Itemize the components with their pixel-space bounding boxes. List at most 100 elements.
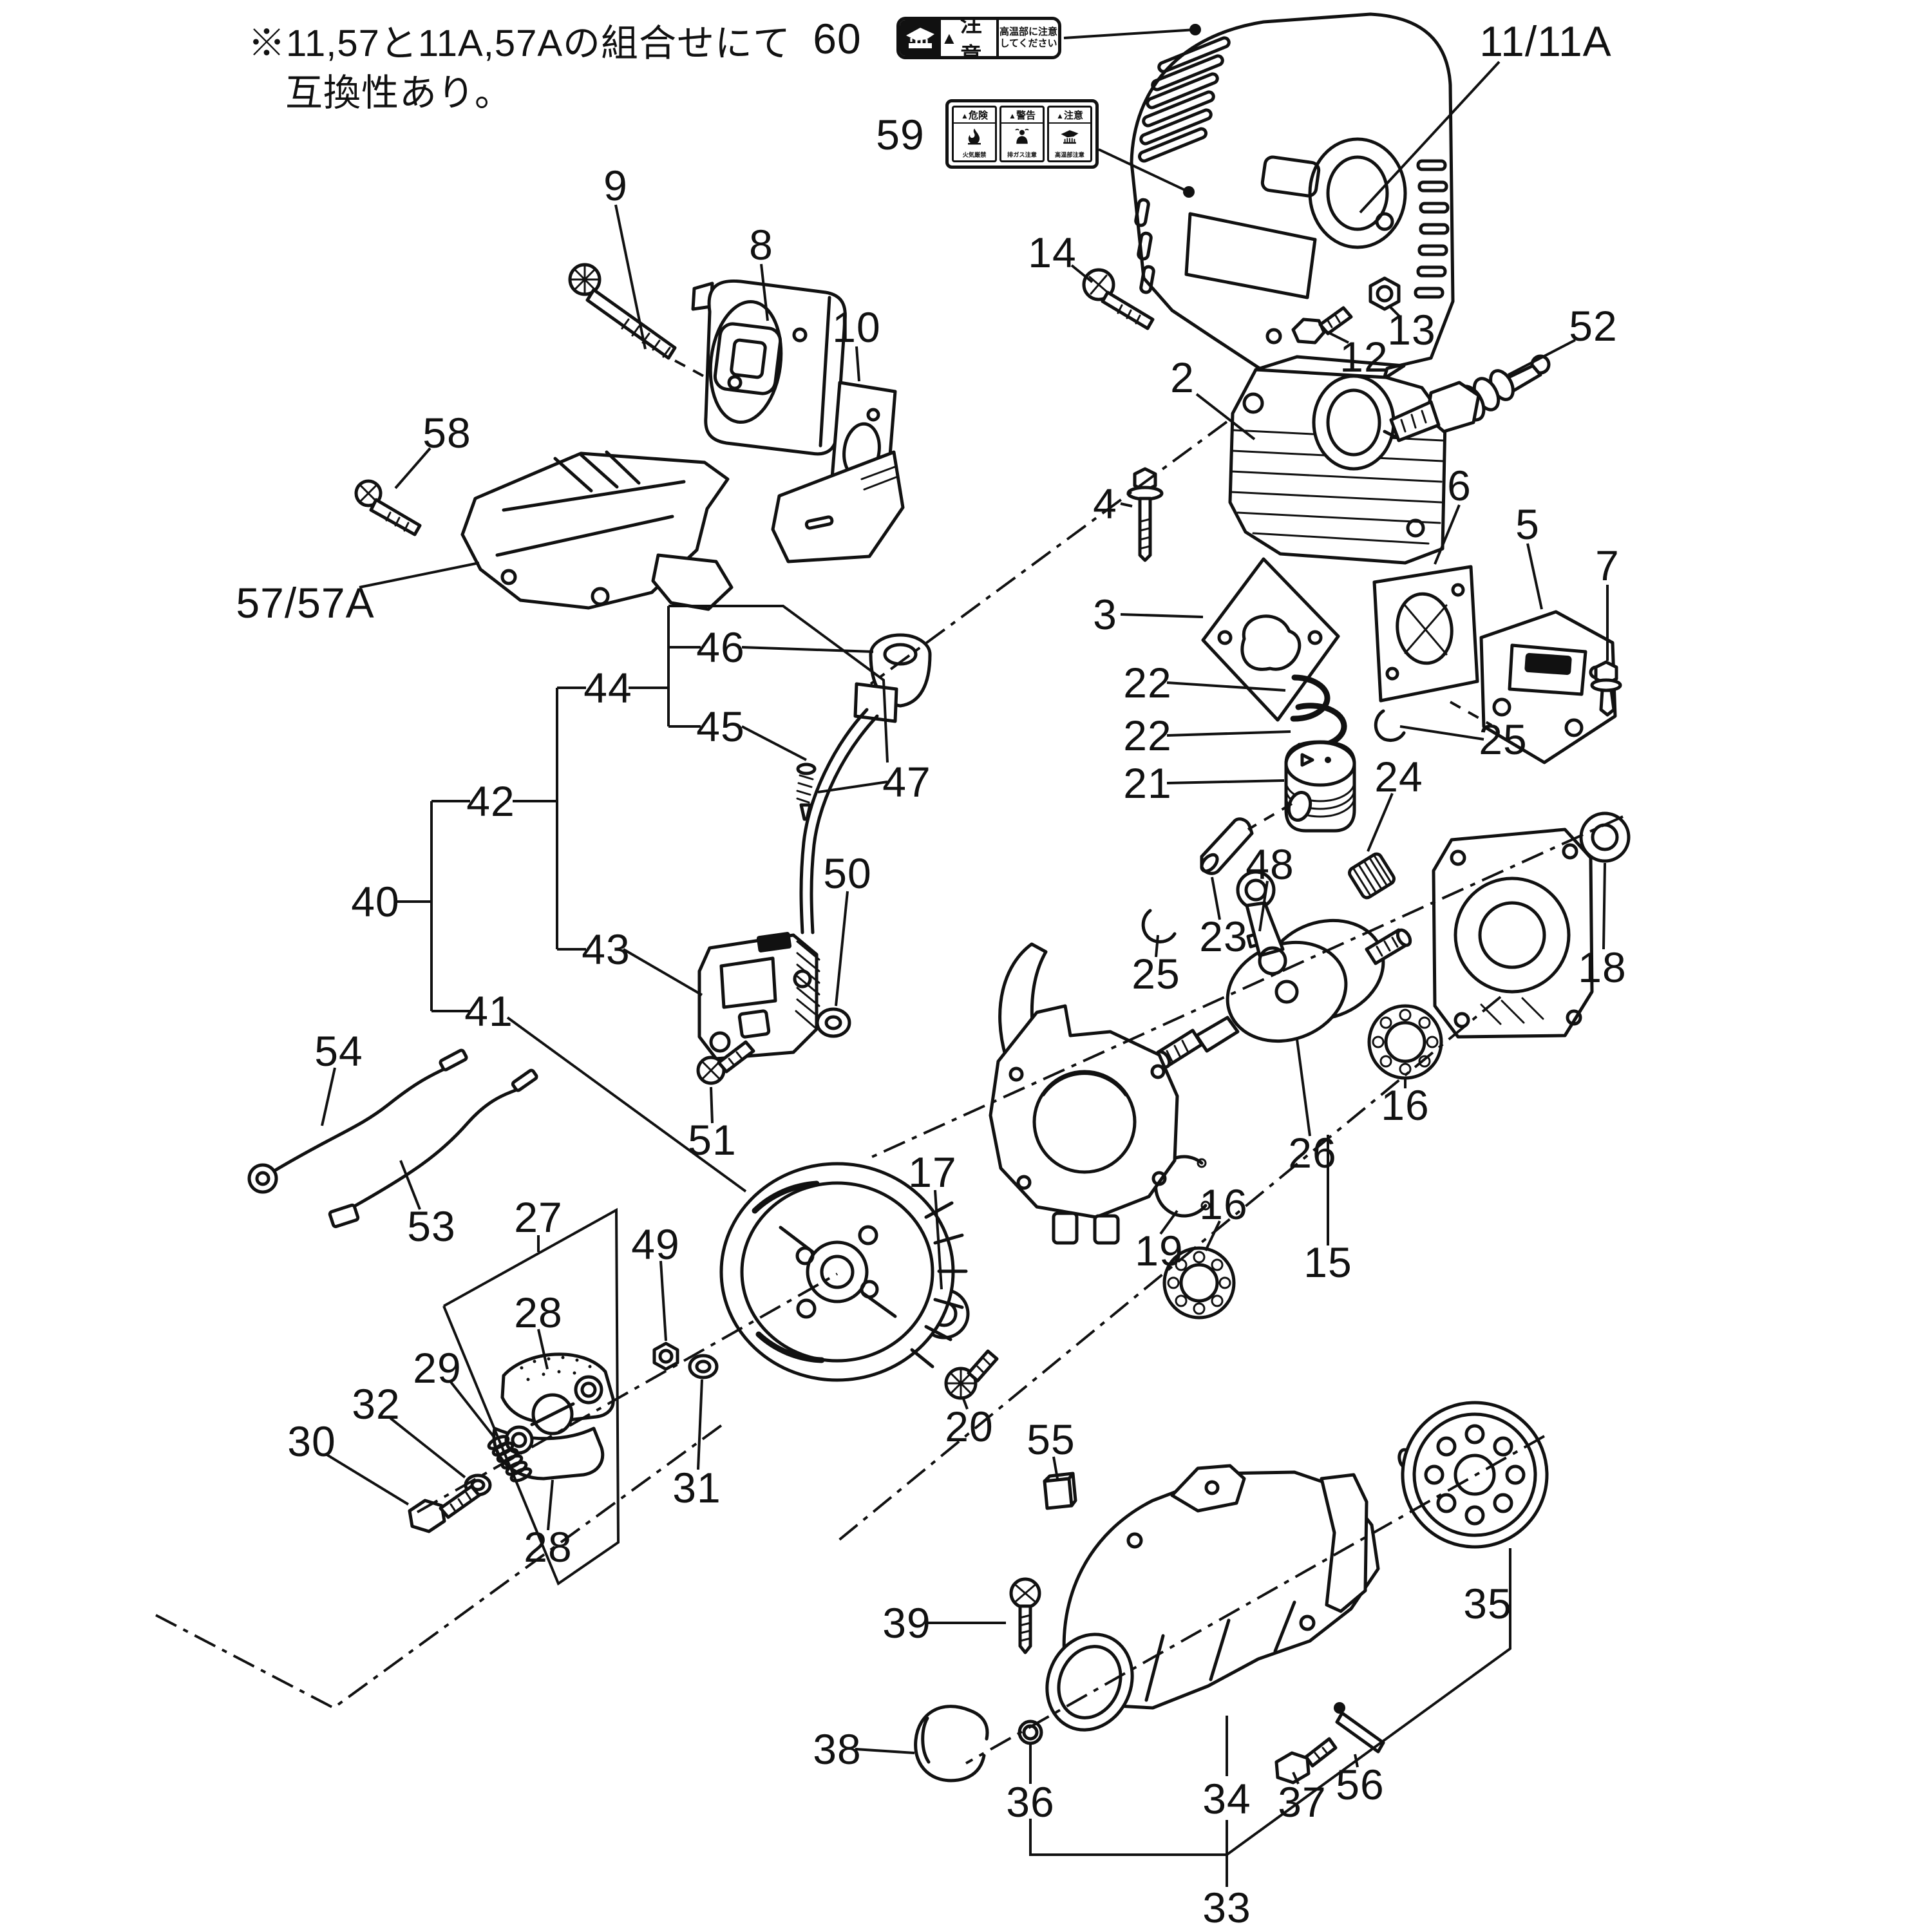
clutch-drum-drawing	[1397, 1401, 1549, 1549]
part-label-49: 49	[631, 1220, 680, 1268]
leader-line-12	[1322, 328, 1349, 344]
leader-line-53	[399, 1160, 421, 1210]
part-label-48: 48	[1245, 840, 1294, 888]
flame-icon	[968, 128, 981, 145]
leader-line-60	[1063, 28, 1196, 39]
leader-line-23	[1211, 876, 1221, 920]
leader-line-37	[1292, 1772, 1300, 1785]
piston-pin-drawing	[1200, 817, 1254, 875]
axis-crankshaft	[866, 815, 1624, 1160]
dashed-piston-pin-axis	[1247, 802, 1293, 831]
part-label-25r: 25	[1479, 715, 1528, 763]
part-label-9: 9	[603, 162, 628, 209]
part-label-11-11a: 11/11A	[1479, 17, 1612, 65]
leader-line-46	[741, 646, 874, 653]
leader-line-4	[1120, 502, 1133, 507]
bracket-44-top-arm	[668, 605, 889, 763]
part-label-45: 45	[696, 703, 745, 750]
coil-spacer-drawing	[815, 1007, 851, 1038]
hot-surface-pictogram-cell	[900, 20, 941, 56]
leader-line-26	[1296, 1039, 1311, 1137]
spark-plug-drawing	[1383, 354, 1551, 442]
leader-line-5	[1526, 543, 1543, 610]
note-line-1: ※11,57と11A,57Aの組合せにて	[248, 23, 791, 64]
cover-bolt-14-drawing	[1082, 268, 1155, 330]
part-label-36: 36	[1006, 1778, 1055, 1826]
gear-housing-drawing	[1045, 1464, 1380, 1732]
part-label-32: 32	[352, 1380, 401, 1428]
coil-bolt-drawing	[696, 1040, 755, 1085]
leader-line-20	[962, 1398, 969, 1410]
leader-line-21	[1166, 779, 1285, 784]
leader-line-54	[321, 1067, 336, 1126]
floor-line	[155, 1423, 724, 1710]
leader-endpoint-dot-60	[1189, 24, 1201, 35]
part-label-43: 43	[582, 925, 630, 973]
heat-shield-drawing	[771, 450, 905, 564]
axis-clutch	[417, 1273, 838, 1513]
leader-line-16l	[1204, 1220, 1221, 1251]
leader-line-48	[1258, 880, 1269, 932]
part-label-29: 29	[413, 1344, 462, 1392]
part-label-31: 31	[672, 1464, 721, 1511]
leader-line-13	[1387, 304, 1401, 318]
warning-triangle-icon: ▲	[961, 111, 969, 120]
part-label-47: 47	[882, 758, 931, 806]
leader-line-49	[659, 1260, 667, 1341]
leader-lines-layer	[155, 24, 1624, 1887]
leader-line-38	[855, 1748, 915, 1754]
leader-line-10	[855, 346, 860, 382]
crankcase-left-drawing	[989, 942, 1179, 1245]
part-label-27: 27	[514, 1193, 563, 1241]
insulator-bolt-drawing	[1590, 660, 1622, 717]
part-label-37: 37	[1278, 1778, 1327, 1826]
part-label-35: 35	[1463, 1580, 1512, 1627]
leader-line-28b	[547, 1479, 554, 1531]
part-label-21: 21	[1123, 759, 1172, 807]
compatibility-note: ※11,57と11A,57Aの組合せにて 互換性あり。	[248, 19, 791, 118]
danger-panel: ▲危険 火気厳禁	[952, 106, 997, 162]
part-label-28a: 28	[514, 1289, 563, 1336]
warning-panel: ▲警告 排ガス注意	[999, 106, 1045, 162]
leader-line-47	[817, 781, 888, 793]
muffler-bolt-drawing	[568, 263, 677, 360]
leader-line-28a	[537, 1329, 549, 1370]
part-label-53: 53	[407, 1202, 456, 1250]
part-label-46: 46	[696, 623, 745, 671]
part-label-16l: 16	[1199, 1180, 1248, 1228]
axis-cylinder-exhaust	[869, 421, 1228, 685]
part-label-41: 41	[464, 987, 513, 1035]
part-label-18: 18	[1578, 943, 1627, 991]
housing-screw-39-drawing	[1009, 1577, 1041, 1654]
part-label-56: 56	[1336, 1761, 1385, 1808]
muffler-drawing	[691, 279, 847, 456]
leader-line-24	[1367, 793, 1394, 852]
engine-cover-rear-drawing	[460, 450, 734, 611]
flywheel-nut-49-drawing	[652, 1341, 679, 1371]
intake-gasket-drawing	[1372, 565, 1479, 703]
part-label-30: 30	[287, 1417, 336, 1465]
part-label-6: 6	[1447, 462, 1472, 509]
pin-56-drawing	[1334, 1702, 1385, 1754]
part-label-20: 20	[945, 1403, 994, 1450]
warning-decal-59: ▲危険 火気厳禁 ▲警告 排ガス注意 ▲注意 高	[945, 99, 1099, 169]
oil-seal-18-drawing	[1579, 811, 1631, 863]
part-label-14: 14	[1028, 229, 1077, 276]
clutch-shoes-drawing	[492, 1352, 615, 1481]
piston-pin-clip-right-drawing	[1374, 709, 1406, 743]
cover-bolt-12-drawing	[1291, 306, 1353, 345]
part-label-52: 52	[1569, 302, 1618, 350]
cylinder-base-gasket-drawing	[1201, 557, 1340, 722]
leader-line-58	[394, 447, 431, 489]
leader-line-19	[1159, 1209, 1179, 1235]
leader-line-9	[614, 204, 647, 350]
crankshaft-drawing	[1155, 870, 1412, 1069]
leader-line-55	[1052, 1456, 1059, 1479]
warning-triangle-icon: ▲	[1009, 111, 1016, 120]
line-35	[1226, 1548, 1511, 1856]
part-label-4: 4	[1093, 480, 1117, 527]
part-label-15: 15	[1303, 1238, 1352, 1286]
part-label-57-57a: 57/57A	[236, 579, 375, 627]
flywheel-drawing	[719, 1162, 968, 1382]
